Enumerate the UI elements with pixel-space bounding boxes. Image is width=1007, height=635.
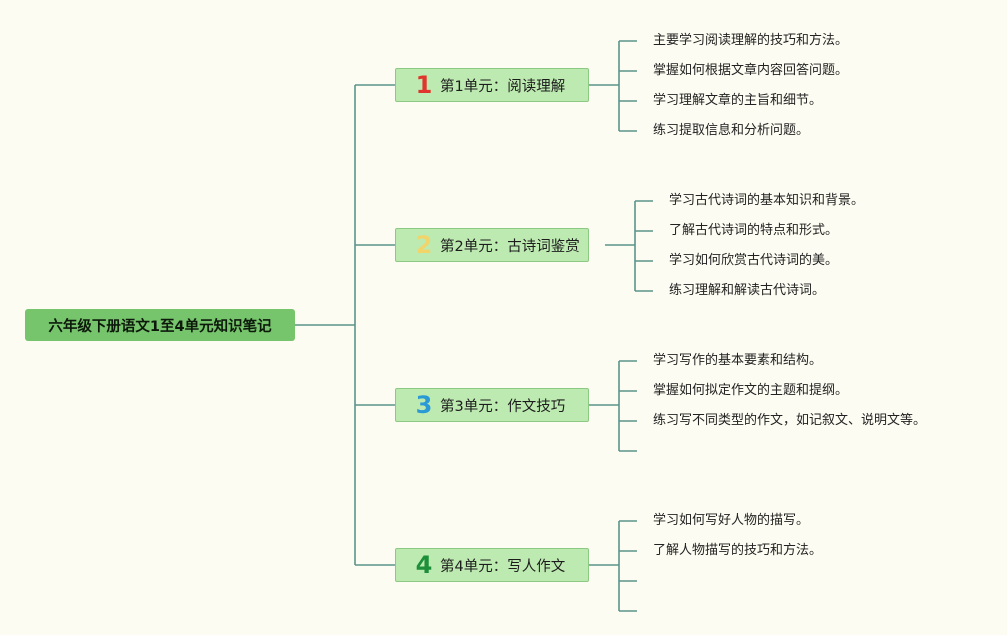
unit-2-point-3: 学习如何欣赏古代诗词的美。 bbox=[669, 253, 839, 268]
unit-1-point-2: 掌握如何根据文章内容回答问题。 bbox=[653, 63, 849, 78]
unit-1-point-4: 练习提取信息和分析问题。 bbox=[653, 123, 810, 138]
root-title: 六年级下册语文1至4单元知识笔记 bbox=[48, 318, 272, 335]
unit-4-point-1: 学习如何写好人物的描写。 bbox=[653, 513, 810, 528]
unit-3-point-1: 学习写作的基本要素和结构。 bbox=[653, 353, 823, 368]
unit-4-point-2: 了解人物描写的技巧和方法。 bbox=[653, 543, 823, 558]
unit-1-point-3: 学习理解文章的主旨和细节。 bbox=[653, 93, 823, 108]
unit-3-point-2: 掌握如何拟定作文的主题和提纲。 bbox=[653, 383, 849, 398]
unit-1-label: 第1单元：阅读理解 bbox=[440, 78, 566, 95]
number-3-icon: 3 bbox=[415, 391, 433, 419]
unit-2-point-4: 练习理解和解读古代诗词。 bbox=[669, 283, 826, 298]
unit-2-node[interactable]: 2 第2单元：古诗词鉴赏 bbox=[395, 228, 589, 262]
unit-2-label: 第2单元：古诗词鉴赏 bbox=[440, 238, 580, 255]
unit-2-point-1: 学习古代诗词的基本知识和背景。 bbox=[669, 193, 865, 208]
unit-1-node[interactable]: 1 第1单元：阅读理解 bbox=[395, 68, 589, 102]
number-4-icon: 4 bbox=[415, 551, 433, 579]
unit-4-node[interactable]: 4 第4单元：写人作文 bbox=[395, 548, 589, 582]
unit-4-label: 第4单元：写人作文 bbox=[440, 558, 566, 575]
unit-2-point-2: 了解古代诗词的特点和形式。 bbox=[669, 223, 839, 238]
number-2-icon: 2 bbox=[415, 231, 433, 259]
root-node[interactable]: 六年级下册语文1至4单元知识笔记 bbox=[25, 309, 295, 341]
unit-3-point-3: 练习写不同类型的作文，如记叙文、说明文等。 bbox=[653, 413, 927, 428]
unit-3-node[interactable]: 3 第3单元：作文技巧 bbox=[395, 388, 589, 422]
number-1-icon: 1 bbox=[415, 71, 433, 99]
unit-1-point-1: 主要学习阅读理解的技巧和方法。 bbox=[653, 33, 849, 48]
unit-3-label: 第3单元：作文技巧 bbox=[440, 398, 566, 415]
